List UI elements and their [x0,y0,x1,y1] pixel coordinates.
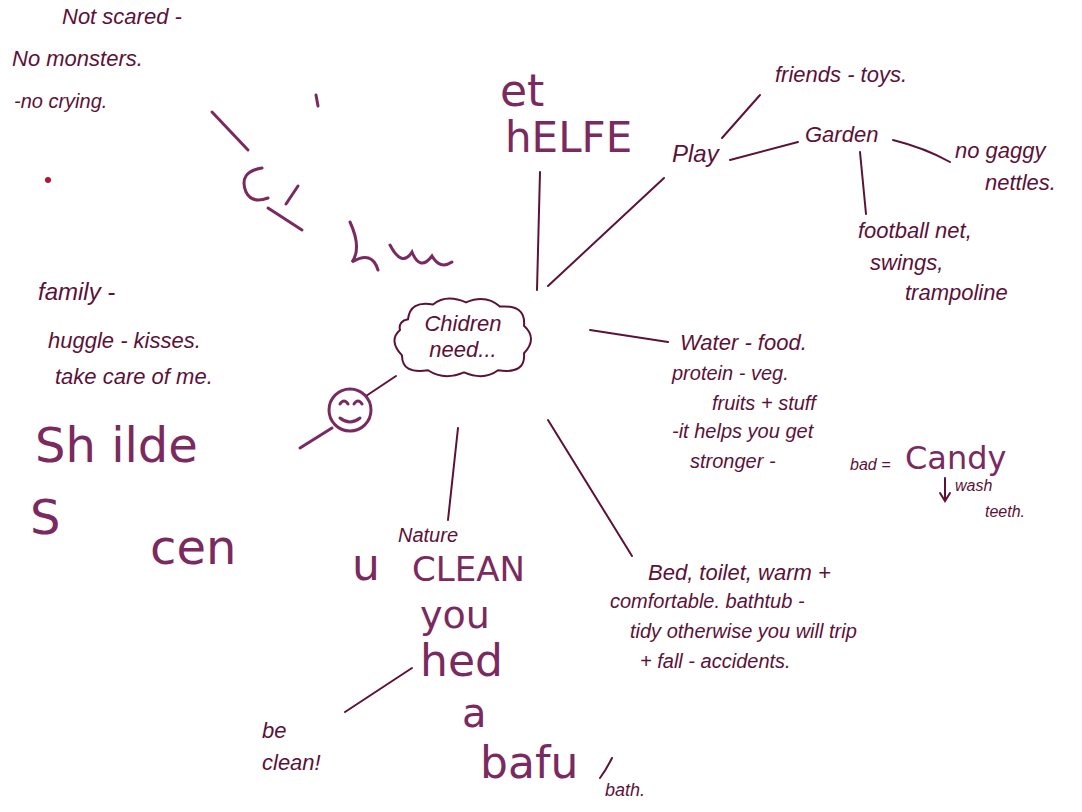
child-writing: bafu [480,738,578,789]
note-text: take care of me. [55,364,213,389]
note-text: no gaggy [955,138,1046,163]
note-text: fruits + stuff [712,392,816,415]
note-text: clean! [262,750,321,775]
note-text: friends - toys. [775,62,907,87]
note-text: stronger - [690,450,776,473]
note-text: comfortable. bathtub - [610,590,805,613]
note-text: Play [672,140,719,168]
note-text: Bed, toilet, warm + [648,560,831,585]
note-text: No monsters. [12,46,143,71]
note-text: be [262,718,286,743]
note-text: swings, [870,250,943,275]
note-text: tidy otherwise you will trip [630,620,857,643]
note-text: protein - veg. [672,362,789,385]
child-writing: hed [420,636,503,687]
note-text: + fall - accidents. [640,650,791,673]
child-writing: Sh ilde [35,418,198,473]
note-text: teeth. [985,503,1025,521]
note-text: -it helps you get [672,420,813,443]
child-writing: cen [150,520,236,575]
note-text: trampoline [905,280,1008,305]
node-text: Chidren need... [413,311,513,364]
note-text: Not scared - [62,4,182,29]
child-writing: you [420,594,490,638]
child-writing: et [500,66,544,117]
note-text: -no crying. [14,90,107,113]
note-text: Garden [805,122,878,147]
note-text: wash [955,477,992,495]
note-text: Nature [398,524,458,547]
note-text: nettles. [985,170,1056,195]
child-writing: Candy [905,440,1006,477]
child-writing: CLEAN [412,550,525,589]
note-text: bad = [850,456,890,474]
note-text: bath. [605,780,645,801]
cloud-node: Chidren need... [388,296,538,379]
note-text: Water - food. [680,330,807,355]
child-writing: S [30,490,60,545]
note-text: family - [38,278,115,306]
note-text: huggle - kisses. [48,328,201,353]
child-writing: a [462,690,487,736]
child-writing: hELFE [505,114,632,162]
note-text: football net, [858,218,972,243]
child-writing: u [352,540,380,591]
